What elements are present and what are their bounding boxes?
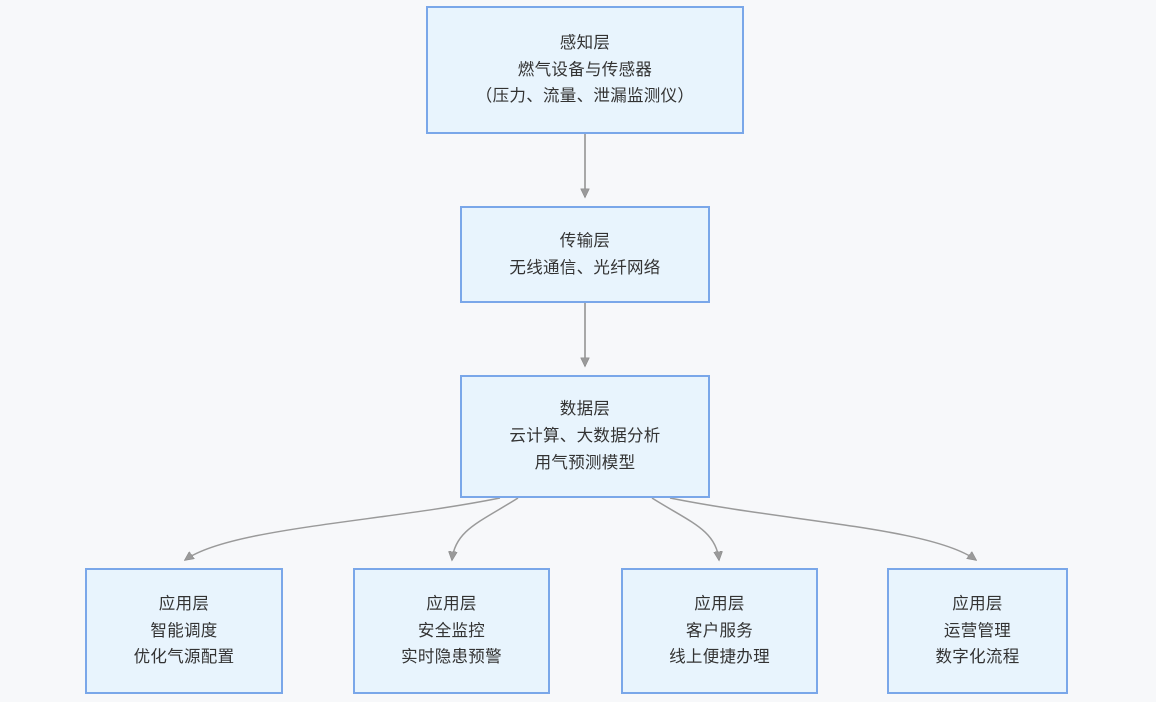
node-application-dispatch-line-3: 优化气源配置 bbox=[133, 647, 235, 667]
node-application-safety-line-3: 实时隐患预警 bbox=[401, 647, 502, 667]
node-data-layer-line-1: 数据层 bbox=[559, 399, 611, 419]
node-application-operations-line-3: 数字化流程 bbox=[935, 647, 1020, 667]
node-application-dispatch-line-2: 智能调度 bbox=[150, 620, 218, 640]
node-perception-layer-line-2: 燃气设备与传感器 bbox=[517, 59, 653, 79]
node-data-layer[interactable]: 数据层 云计算、大数据分析 用气预测模型 bbox=[460, 375, 710, 498]
node-application-operations-line-1: 应用层 bbox=[952, 593, 1003, 613]
node-application-safety-line-2: 安全监控 bbox=[417, 620, 486, 640]
node-data-layer-line-3: 用气预测模型 bbox=[534, 452, 636, 472]
node-application-safety[interactable]: 应用层 安全监控 实时隐患预警 bbox=[353, 568, 550, 694]
node-application-operations-line-2: 运营管理 bbox=[943, 620, 1012, 640]
node-application-safety-line-1: 应用层 bbox=[426, 593, 477, 613]
node-application-service-line-1: 应用层 bbox=[694, 593, 745, 613]
node-application-operations[interactable]: 应用层 运营管理 数字化流程 bbox=[887, 568, 1068, 694]
node-perception-layer-line-3: （压力、流量、泄漏监测仪） bbox=[475, 86, 695, 106]
edge-data-service bbox=[651, 497, 719, 560]
node-transmission-layer-line-1: 传输层 bbox=[559, 230, 611, 250]
edge-data-operations bbox=[669, 497, 976, 560]
node-transmission-layer[interactable]: 传输层 无线通信、光纤网络 bbox=[460, 206, 710, 303]
node-application-dispatch[interactable]: 应用层 智能调度 优化气源配置 bbox=[85, 568, 283, 694]
node-application-service[interactable]: 应用层 客户服务 线上便捷办理 bbox=[621, 568, 818, 694]
node-perception-layer-line-1: 感知层 bbox=[559, 32, 611, 52]
node-data-layer-line-2: 云计算、大数据分析 bbox=[509, 426, 661, 446]
node-application-service-line-2: 客户服务 bbox=[685, 620, 754, 640]
node-application-service-line-3: 线上便捷办理 bbox=[669, 647, 770, 667]
node-transmission-layer-line-2: 无线通信、光纤网络 bbox=[509, 257, 661, 277]
edge-data-safety bbox=[452, 497, 519, 560]
edge-data-dispatch bbox=[185, 497, 501, 560]
node-application-dispatch-line-1: 应用层 bbox=[158, 593, 210, 613]
node-perception-layer[interactable]: 感知层 燃气设备与传感器 （压力、流量、泄漏监测仪） bbox=[426, 6, 744, 134]
